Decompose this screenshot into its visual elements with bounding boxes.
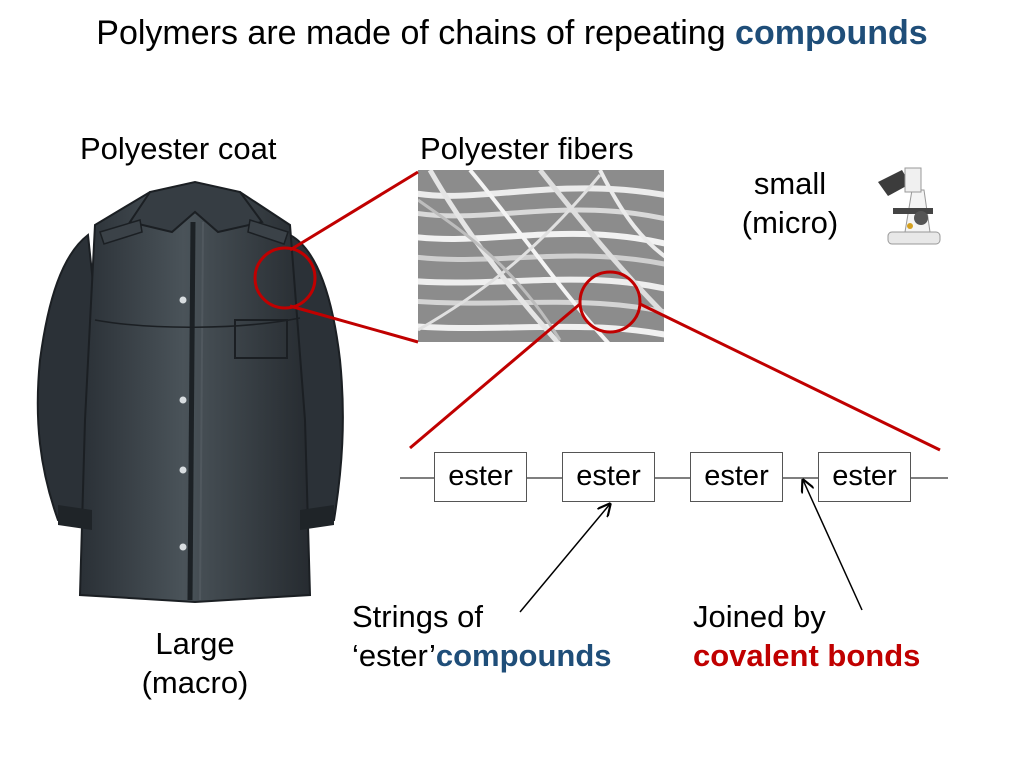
fiber-micrograph bbox=[418, 170, 664, 342]
fibers-label: Polyester fibers bbox=[420, 131, 634, 166]
title-highlight: compounds bbox=[735, 14, 928, 52]
coat-zoom-circle bbox=[253, 246, 317, 310]
strings-annotation: Strings of ‘ester’compounds bbox=[352, 598, 612, 676]
coat-to-fibers-top bbox=[289, 170, 419, 252]
ester-unit-2: ester bbox=[562, 452, 655, 502]
strings-arrow bbox=[519, 504, 610, 613]
coat-to-fibers-bottom bbox=[289, 304, 419, 344]
joined-line1: Joined by bbox=[693, 599, 826, 634]
bond-highlight: covalent bonds bbox=[693, 637, 921, 673]
ester-unit-1: ester bbox=[434, 452, 527, 502]
fiber-to-chain-left bbox=[409, 302, 581, 450]
ester-unit-4: ester bbox=[818, 452, 911, 502]
micro-line2: (micro) bbox=[741, 204, 839, 240]
slide-title: Polymers are made of chains of repeating… bbox=[0, 12, 1024, 55]
ester-unit-3: ester bbox=[690, 452, 783, 502]
magnification-lines bbox=[253, 170, 941, 452]
macro-line2: (macro) bbox=[141, 664, 249, 700]
macro-scale-label: Large (macro) bbox=[120, 625, 270, 703]
micro-line1: small bbox=[753, 166, 827, 201]
fiber-to-chain-right bbox=[639, 302, 941, 452]
micro-scale-label: small (micro) bbox=[720, 165, 860, 243]
coat-label: Polyester coat bbox=[80, 131, 277, 166]
bond-annotation: Joined by covalent bonds bbox=[693, 598, 920, 676]
microscope-icon bbox=[878, 167, 941, 245]
bond-arrow bbox=[803, 480, 863, 611]
strings-prefix: ‘ester’ bbox=[352, 637, 436, 673]
strings-highlight: compounds bbox=[435, 637, 612, 673]
fiber-zoom-circle bbox=[578, 270, 642, 334]
strings-line2: ‘ester’compounds bbox=[352, 637, 612, 676]
macro-line1: Large bbox=[155, 626, 235, 661]
title-text: Polymers are made of chains of repeating bbox=[96, 14, 736, 52]
strings-line1: Strings of bbox=[352, 599, 483, 634]
